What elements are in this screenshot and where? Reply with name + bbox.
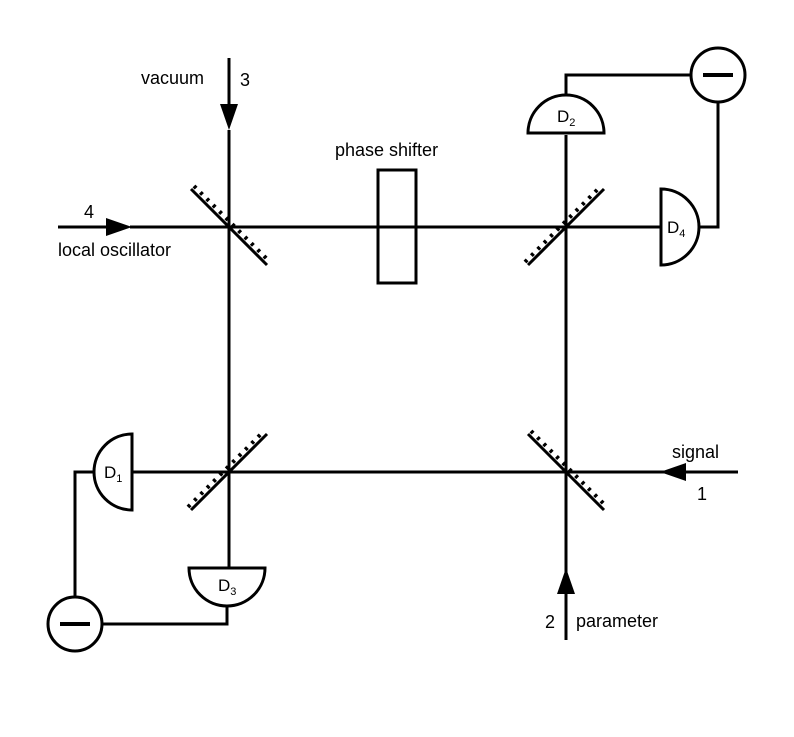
wire-subtractor-to-d3 (102, 606, 229, 626)
beam-splitters (186, 184, 609, 512)
detector-d4-shape (659, 187, 701, 267)
label-port-1: 1 (697, 484, 707, 504)
arrow-parameter-input (557, 568, 575, 594)
label-signal: signal (672, 442, 719, 462)
arrows (106, 104, 686, 594)
subtractor-wiring (73, 73, 720, 626)
label-port-3: 3 (240, 70, 250, 90)
label-port-2: 2 (545, 612, 555, 632)
beam-splitter-top-left (189, 184, 272, 267)
arrow-vacuum-input (220, 104, 238, 130)
detector-d1-label: D1 (104, 463, 122, 485)
label-local-oscillator: local oscillator (58, 240, 171, 260)
wire-subtractor-to-d4 (699, 102, 720, 229)
detector-d1-shape (92, 432, 134, 512)
subtractor-bottom-left (46, 595, 104, 653)
phase-shifter-box (376, 168, 418, 285)
detector-d2-shape (526, 93, 606, 135)
wire-d1-to-subtractor (73, 470, 94, 597)
detector-d3-label: D3 (218, 576, 236, 598)
label-phase-shifter: phase shifter (335, 140, 438, 160)
beam-splitter-bottom-left (186, 429, 269, 512)
label-vacuum: vacuum (141, 68, 204, 88)
label-parameter: parameter (576, 611, 658, 631)
subtractor-top-right (689, 46, 747, 104)
arrow-signal-input (660, 463, 686, 481)
detectors (92, 93, 701, 608)
detector-d4-label: D4 (667, 218, 685, 240)
beam-splitter-bottom-right (526, 429, 609, 512)
wire-d2-to-subtractor (564, 73, 691, 95)
arrow-local-oscillator-input (106, 218, 132, 236)
label-port-4: 4 (84, 202, 94, 222)
beam-paths (58, 58, 738, 640)
beam-splitter-top-right (523, 184, 606, 267)
detector-d3-shape (187, 566, 267, 608)
detector-d2-label: D2 (557, 107, 575, 129)
